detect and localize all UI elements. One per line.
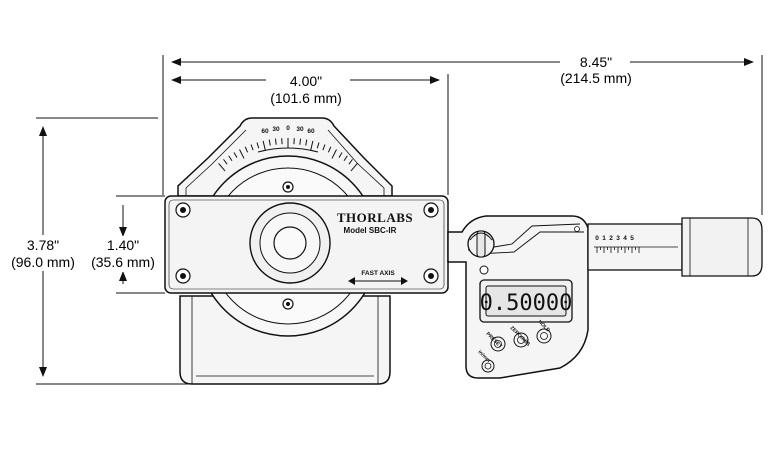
scale-tick [331, 149, 337, 159]
scale-tick [244, 146, 249, 153]
scale-tick [233, 152, 238, 158]
sleeve-scale-label: 5 [630, 235, 634, 242]
brand-logo: THORLABS [337, 210, 413, 225]
rotation-scale: 60 30 0 30 60 [218, 125, 358, 172]
scale-tick [350, 162, 358, 172]
screw-icon [175, 202, 191, 218]
scale-tick [218, 162, 226, 172]
screw-icon [175, 268, 191, 284]
scale-tick [274, 138, 277, 145]
overall-length-inch: 8.45" [580, 54, 612, 70]
dimension-body-width: 4.00" (101.6 mm) [171, 72, 449, 195]
digital-micrometer: 0.50000 PRESET ZERO/ABS HOLD in/mm 0 1 2 [447, 215, 763, 379]
scale-tick [343, 155, 348, 162]
scale-tick [310, 140, 314, 151]
rotation-scale-label: 60 [307, 128, 315, 135]
plate-height-inch: 1.40" [107, 237, 139, 253]
micrometer-thimble[interactable] [681, 217, 763, 277]
dimension-overall-height: 3.78" (96.0 mm) [4, 117, 200, 385]
overall-length-mm: (214.5 mm) [560, 70, 632, 86]
sleeve-scale-label: 4 [623, 235, 627, 242]
scale-tick [268, 139, 271, 146]
scale-tick [262, 140, 266, 151]
overall-height-inch: 3.78" [27, 237, 59, 253]
fast-axis-arrow-icon [348, 277, 408, 285]
scale-tick [299, 138, 302, 145]
scale-tick [338, 152, 343, 158]
scale-tick [250, 144, 254, 151]
body-width-mm: (101.6 mm) [270, 90, 342, 106]
scale-tick [316, 142, 320, 149]
scale-tick [305, 139, 308, 146]
scale-tick [348, 159, 353, 165]
zero-abs-button[interactable]: ZERO/ABS [509, 325, 532, 348]
rotation-scale-label: 60 [261, 128, 269, 135]
scale-tick [223, 159, 228, 165]
scale-tick [322, 144, 326, 151]
mounting-plate: THORLABS Model SBC-IR FAST AXIS [164, 195, 449, 294]
sleeve-scale-label: 0 [595, 235, 599, 242]
dimension-overall-length: 8.45" (214.5 mm) [162, 52, 763, 215]
sleeve-scale-label: 3 [616, 235, 620, 242]
rotation-scale-label: 30 [272, 126, 280, 133]
rotation-scale-label: 30 [296, 126, 304, 133]
aperture [249, 202, 331, 284]
scale-tick [228, 155, 233, 162]
overall-height-mm: (96.0 mm) [11, 254, 75, 270]
model-label: Model SBC-IR [344, 226, 397, 235]
micrometer-display: 0.50000 [480, 291, 573, 316]
dimension-plate-height: 1.40" (35.6 mm) [84, 195, 165, 294]
plate-height-mm: (35.6 mm) [91, 254, 155, 270]
sleeve-scale-label: 2 [609, 235, 613, 242]
body-width-inch: 4.00" [290, 73, 322, 89]
scale-tick [239, 149, 245, 159]
scale-tick [327, 146, 332, 153]
scale-tick [256, 142, 260, 149]
sleeve-scale-label: 1 [602, 235, 606, 242]
screw-icon [423, 268, 439, 284]
micrometer-lock-knob-icon[interactable] [467, 230, 495, 258]
screw-icon [423, 202, 439, 218]
rotation-scale-ticks [218, 138, 358, 172]
micrometer-sleeve-ticks [596, 247, 640, 253]
rotation-scale-label: 0 [286, 125, 290, 132]
fast-axis-label: FAST AXIS [361, 270, 395, 277]
